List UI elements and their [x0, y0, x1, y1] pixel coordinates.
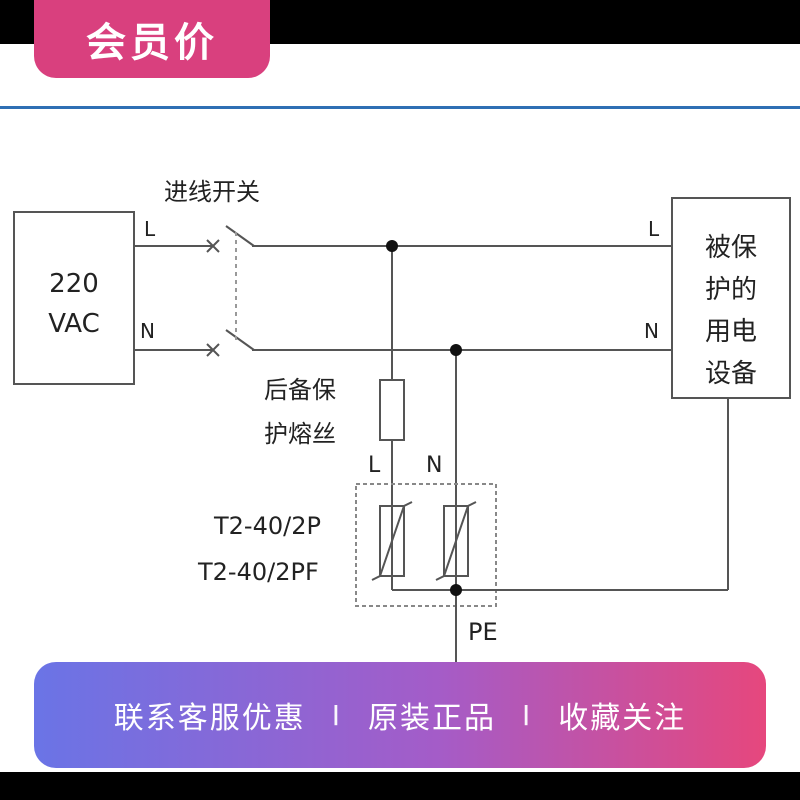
promo-favorite[interactable]: 收藏关注: [558, 701, 687, 736]
junction-l: [386, 240, 398, 252]
diagram-canvas: [0, 44, 800, 772]
spd-module-box: [355, 483, 497, 607]
promo-separator: I: [331, 698, 342, 732]
switch-label: 进线开关: [164, 178, 260, 206]
load-label-line1: 被保: [705, 233, 757, 263]
spd-model-1: T2-40/2P: [213, 512, 321, 540]
load-equipment-box: [671, 197, 791, 399]
switch-blade-n: [225, 329, 255, 351]
pe-label: PE: [468, 618, 498, 646]
spd-terminal-l: L: [368, 453, 381, 478]
varistor-l: [379, 505, 405, 577]
promo-separator: I: [522, 698, 533, 732]
promo-banner[interactable]: 联系客服优惠 I 原装正品 I 收藏关注: [34, 662, 766, 768]
switch-blade-l: [225, 225, 255, 247]
promo-genuine[interactable]: 原装正品: [368, 701, 496, 736]
source-terminal-n: N: [140, 319, 155, 343]
load-label-line3: 用电: [705, 317, 757, 347]
fuse-label-line2: 护熔丝: [264, 420, 336, 448]
fuse-label-line1: 后备保: [264, 376, 336, 404]
power-source-box: [13, 211, 135, 385]
load-terminal-n: N: [644, 319, 659, 343]
varistor-n-slash: [435, 501, 477, 581]
load-label-line4: 设备: [705, 359, 757, 389]
load-label-line2: 护的: [705, 275, 757, 305]
junction-n: [450, 344, 462, 356]
member-price-badge: 会员价: [34, 0, 270, 78]
bottom-black-bar: [0, 772, 800, 800]
switch-contact-n: [206, 343, 220, 357]
load-terminal-l: L: [648, 217, 660, 241]
source-label-line2: VAC: [48, 309, 100, 339]
spd-terminal-n: N: [426, 453, 442, 478]
spd-model-2: T2-40/2PF: [197, 558, 319, 586]
junction-pe: [450, 584, 462, 596]
varistor-n: [443, 505, 469, 577]
blue-divider: [0, 106, 800, 109]
switch-contact-l: [206, 239, 220, 253]
source-label-line1: 220: [49, 269, 99, 299]
varistor-l-slash: [371, 501, 413, 581]
promo-contact-service[interactable]: 联系客服优惠: [113, 701, 306, 736]
backup-fuse: [379, 379, 405, 441]
source-terminal-l: L: [144, 217, 156, 241]
